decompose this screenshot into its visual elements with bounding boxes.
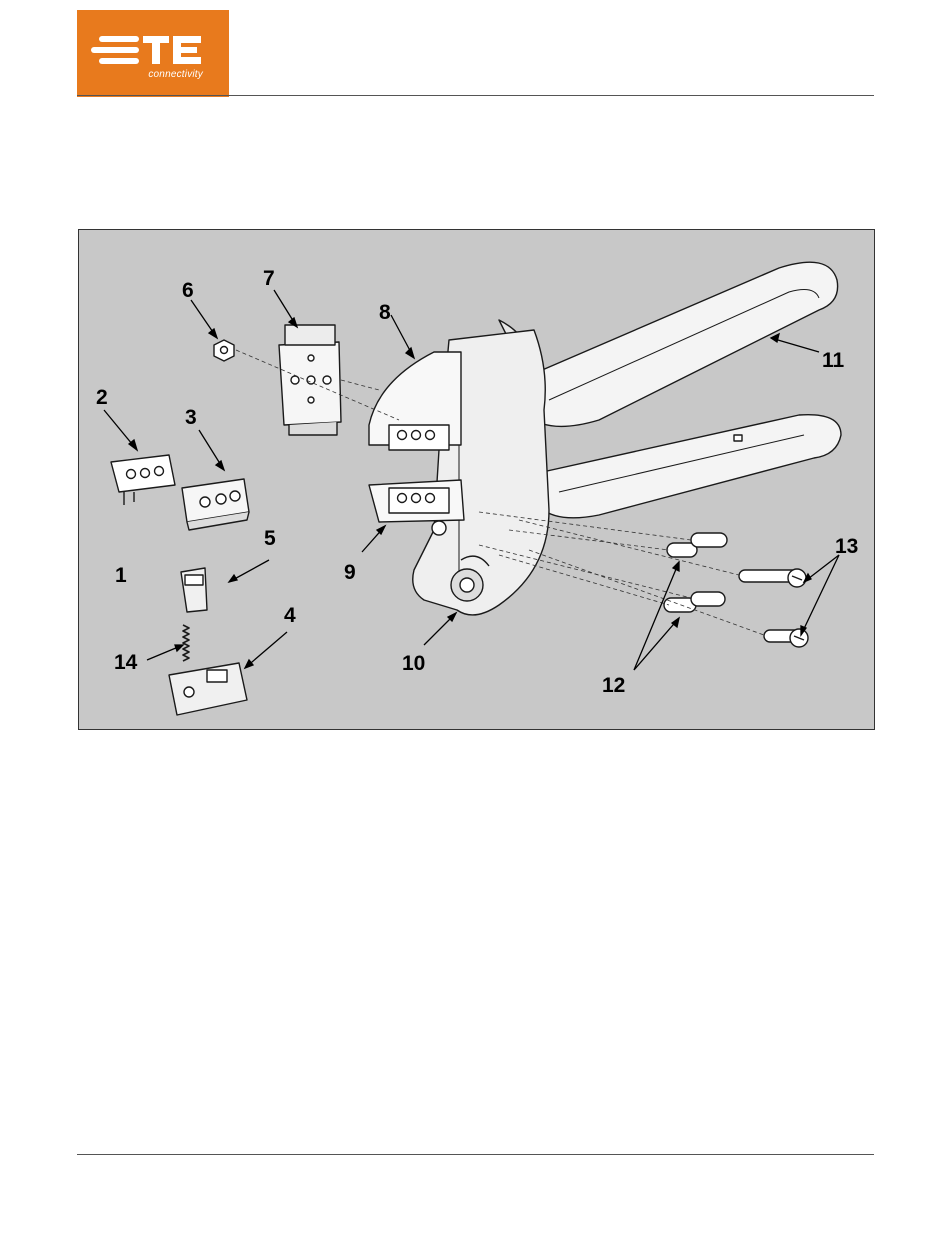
callout-10: 10 — [402, 653, 425, 674]
callout-11: 11 — [822, 350, 844, 371]
callout-9: 9 — [344, 562, 356, 583]
callout-4: 4 — [284, 605, 296, 626]
spring-14 — [183, 625, 189, 661]
screws-13 — [739, 569, 808, 647]
callout-3: 3 — [185, 407, 197, 428]
tool-illustration — [79, 230, 876, 731]
callout-8: 8 — [379, 302, 391, 323]
header-rule — [77, 95, 874, 96]
te-logo-mark — [77, 10, 229, 97]
callout-1: 1 — [115, 565, 127, 586]
callout-13: 13 — [835, 536, 858, 557]
footer-rule — [77, 1154, 874, 1155]
lower-handle — [529, 415, 841, 518]
callout-12: 12 — [602, 675, 625, 696]
exploded-view-figure: 1 2 3 4 5 6 7 8 9 10 11 12 13 14 — [78, 229, 875, 730]
callout-7: 7 — [263, 268, 275, 289]
te-connectivity-logo: connectivity — [77, 10, 229, 97]
callout-2: 2 — [96, 387, 108, 408]
upper-handle — [519, 262, 838, 426]
callout-6: 6 — [182, 280, 194, 301]
logo-subtitle: connectivity — [77, 69, 203, 80]
callout-5: 5 — [264, 528, 276, 549]
callout-14: 14 — [114, 652, 137, 673]
pins-12 — [664, 533, 727, 612]
